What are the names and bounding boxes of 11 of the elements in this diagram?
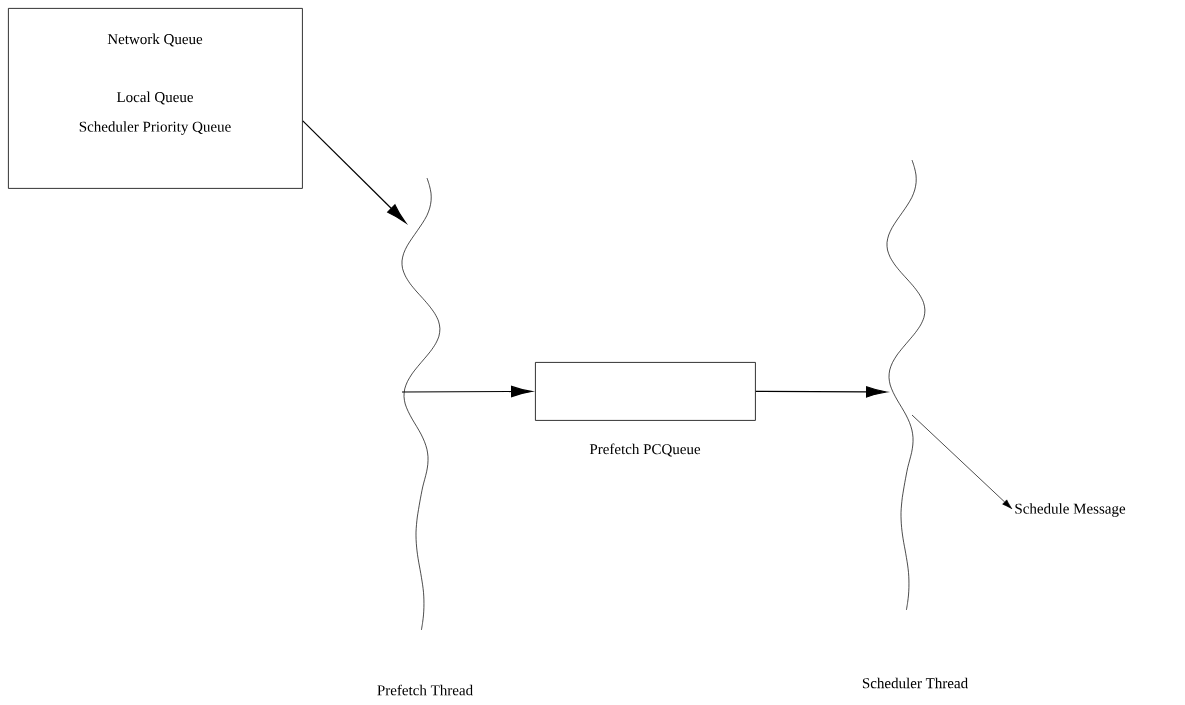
thread-squiggle: [886, 159, 926, 611]
thread-label: Prefetch Thread: [377, 684, 473, 696]
node-label: Prefetch PCQueue: [589, 443, 701, 457]
queue-box: Network Queue Local Queue Scheduler Priority Queue: [8, 8, 303, 189]
thread-squiggle: [401, 177, 441, 631]
arrow: [302, 120, 407, 224]
queue-box: Prefetch PCQueue: [535, 362, 756, 457]
arrow: [911, 414, 1013, 510]
thread-label: Scheduler Thread: [862, 677, 968, 689]
arrow: [755, 386, 887, 398]
output-label: Schedule Message: [1015, 503, 1126, 517]
